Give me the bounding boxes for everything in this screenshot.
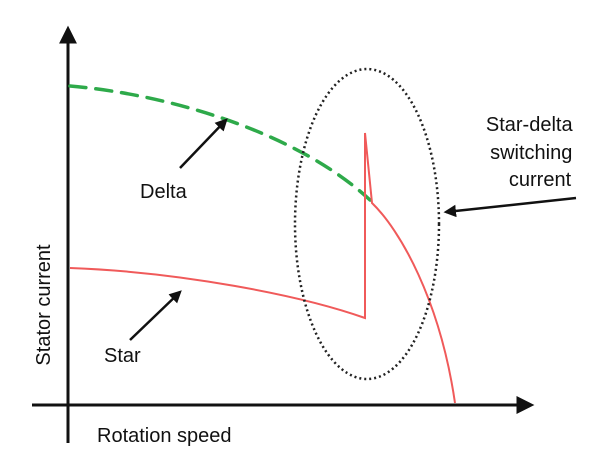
- y-axis-label: Stator current: [33, 244, 55, 366]
- switching-pointer-arrow: [443, 196, 577, 218]
- switching-label-line-2: switching: [490, 142, 572, 164]
- delta-label: Delta: [140, 181, 188, 203]
- switching-label-line-3: current: [509, 169, 572, 191]
- switching-ellipse: [293, 67, 441, 381]
- star-pointer-arrow: [129, 290, 182, 341]
- star-label: Star: [104, 345, 141, 367]
- switching-label-line-1: Star-delta: [486, 114, 574, 136]
- delta-pointer-arrow: [179, 118, 228, 169]
- star-curve: [69, 132, 456, 404]
- switching-label: Star-delta switching current: [486, 114, 578, 191]
- x-axis-label: Rotation speed: [97, 425, 232, 447]
- delta-curve: [68, 84, 372, 202]
